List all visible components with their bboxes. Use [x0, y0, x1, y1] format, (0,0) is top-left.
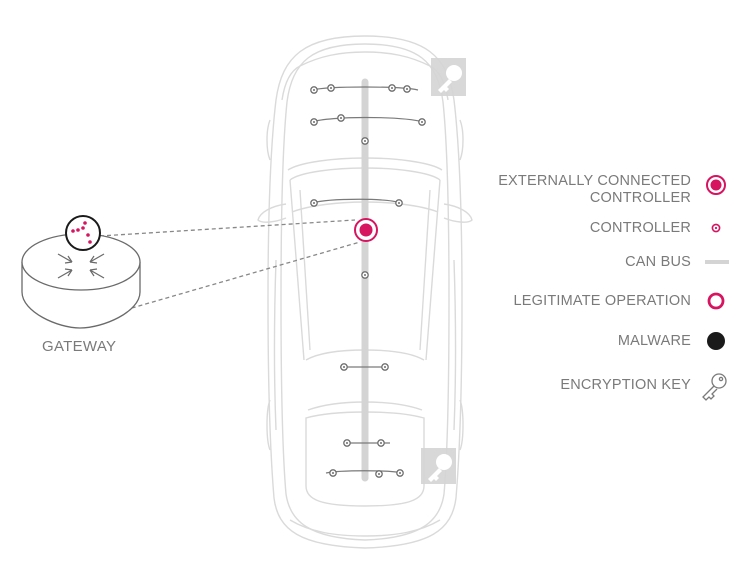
externally-connected-controller-node — [354, 218, 378, 242]
controller-icon — [711, 223, 721, 233]
gateway-zoom-circle — [65, 215, 101, 251]
externally-connected-controller-icon — [706, 175, 726, 195]
key-badge-rear-icon — [428, 454, 452, 482]
key-badge-rear — [421, 448, 456, 484]
gateway-network-icon — [71, 221, 92, 244]
gateway-connection-lines — [99, 219, 361, 311]
legend-label-legitimate-operation: LEGITIMATE OPERATION — [513, 293, 691, 309]
legend-label-externally-connected-controller: EXTERNALLY CONNECTED CONTROLLER — [498, 173, 691, 206]
legitimate-operation-icon — [707, 292, 725, 310]
side-mirrors — [257, 203, 473, 223]
gateway-device — [21, 215, 141, 329]
key-badge-front-icon — [438, 65, 462, 93]
key-badge-front — [431, 58, 466, 96]
malware-icon — [707, 332, 725, 350]
legend-label-malware: MALWARE — [617, 333, 691, 349]
encryption-key-icon — [702, 373, 727, 401]
legend-label-can-bus: CAN BUS — [625, 254, 691, 270]
legend-label-controller: CONTROLLER — [589, 220, 691, 236]
controller-node-centers — [313, 87, 423, 475]
legend-label-encryption-key: ENCRYPTION KEY — [560, 377, 691, 393]
gateway-label: GATEWAY — [42, 338, 117, 355]
car-outline — [266, 35, 464, 549]
gateway-arrows-icon — [57, 253, 105, 279]
